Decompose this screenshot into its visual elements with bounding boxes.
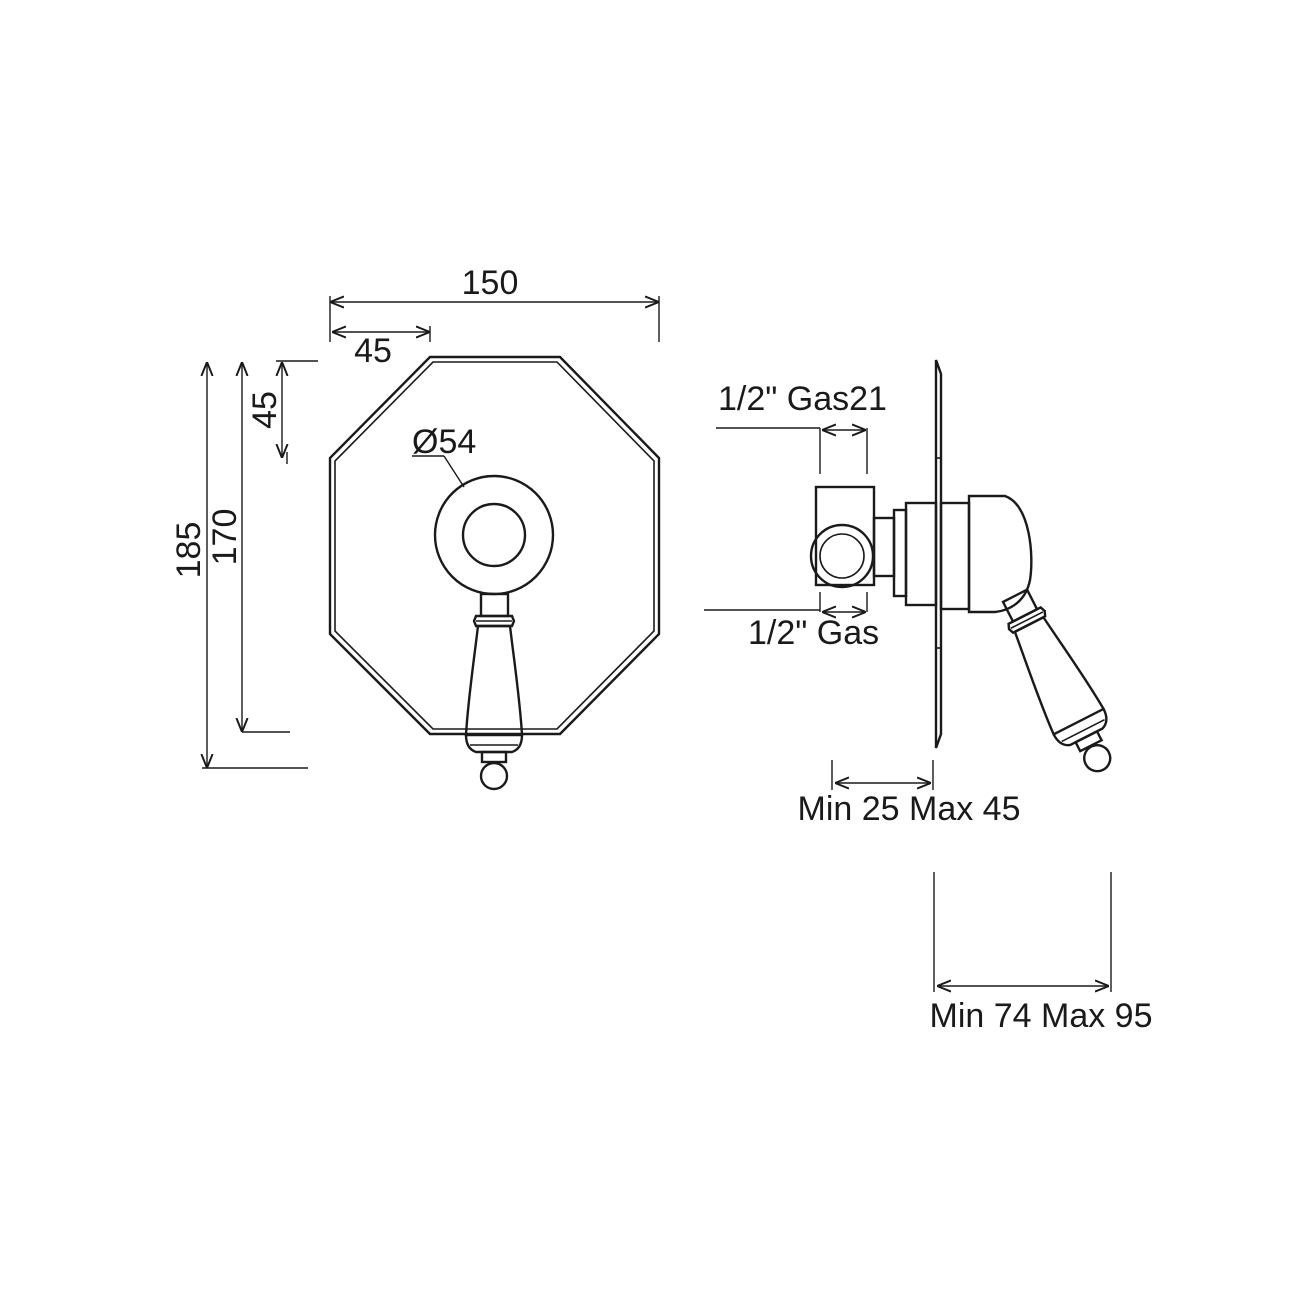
side-wall-plate: [934, 359, 943, 749]
dim-offset-45-h: 45: [354, 332, 392, 370]
rosette-inner-circle: [461, 502, 527, 568]
side-view: 1/2" Gas21 1/2" Gas Min 25 Max 45 Min 74…: [704, 359, 1153, 1035]
front-lever-handle: [464, 592, 524, 791]
side-inlet-body: [809, 485, 938, 607]
side-bonnet: [939, 494, 1033, 614]
dim-inlet-top: 1/2" Gas21: [718, 380, 887, 418]
dim-depth-range-2: Min 74 Max 95: [930, 997, 1153, 1035]
dim-height-170: 170: [206, 509, 244, 566]
dim-width-150: 150: [462, 264, 519, 302]
dim-depth-range-1: Min 25 Max 45: [798, 790, 1021, 828]
dim-height-185: 185: [170, 522, 208, 579]
dim-offset-45-v: 45: [246, 391, 284, 429]
octagon-plate-inner: [334, 361, 655, 730]
dim-diameter-leader: [443, 455, 465, 488]
side-lever-handle: [1001, 588, 1112, 773]
octagon-plate: [328, 355, 661, 736]
dim-diameter: Ø54: [412, 423, 476, 461]
rosette-outer-circle: [433, 474, 555, 596]
dim-inlet-bottom: 1/2" Gas: [748, 614, 879, 652]
front-view: 150 45 45 170 185 Ø54: [170, 264, 661, 791]
